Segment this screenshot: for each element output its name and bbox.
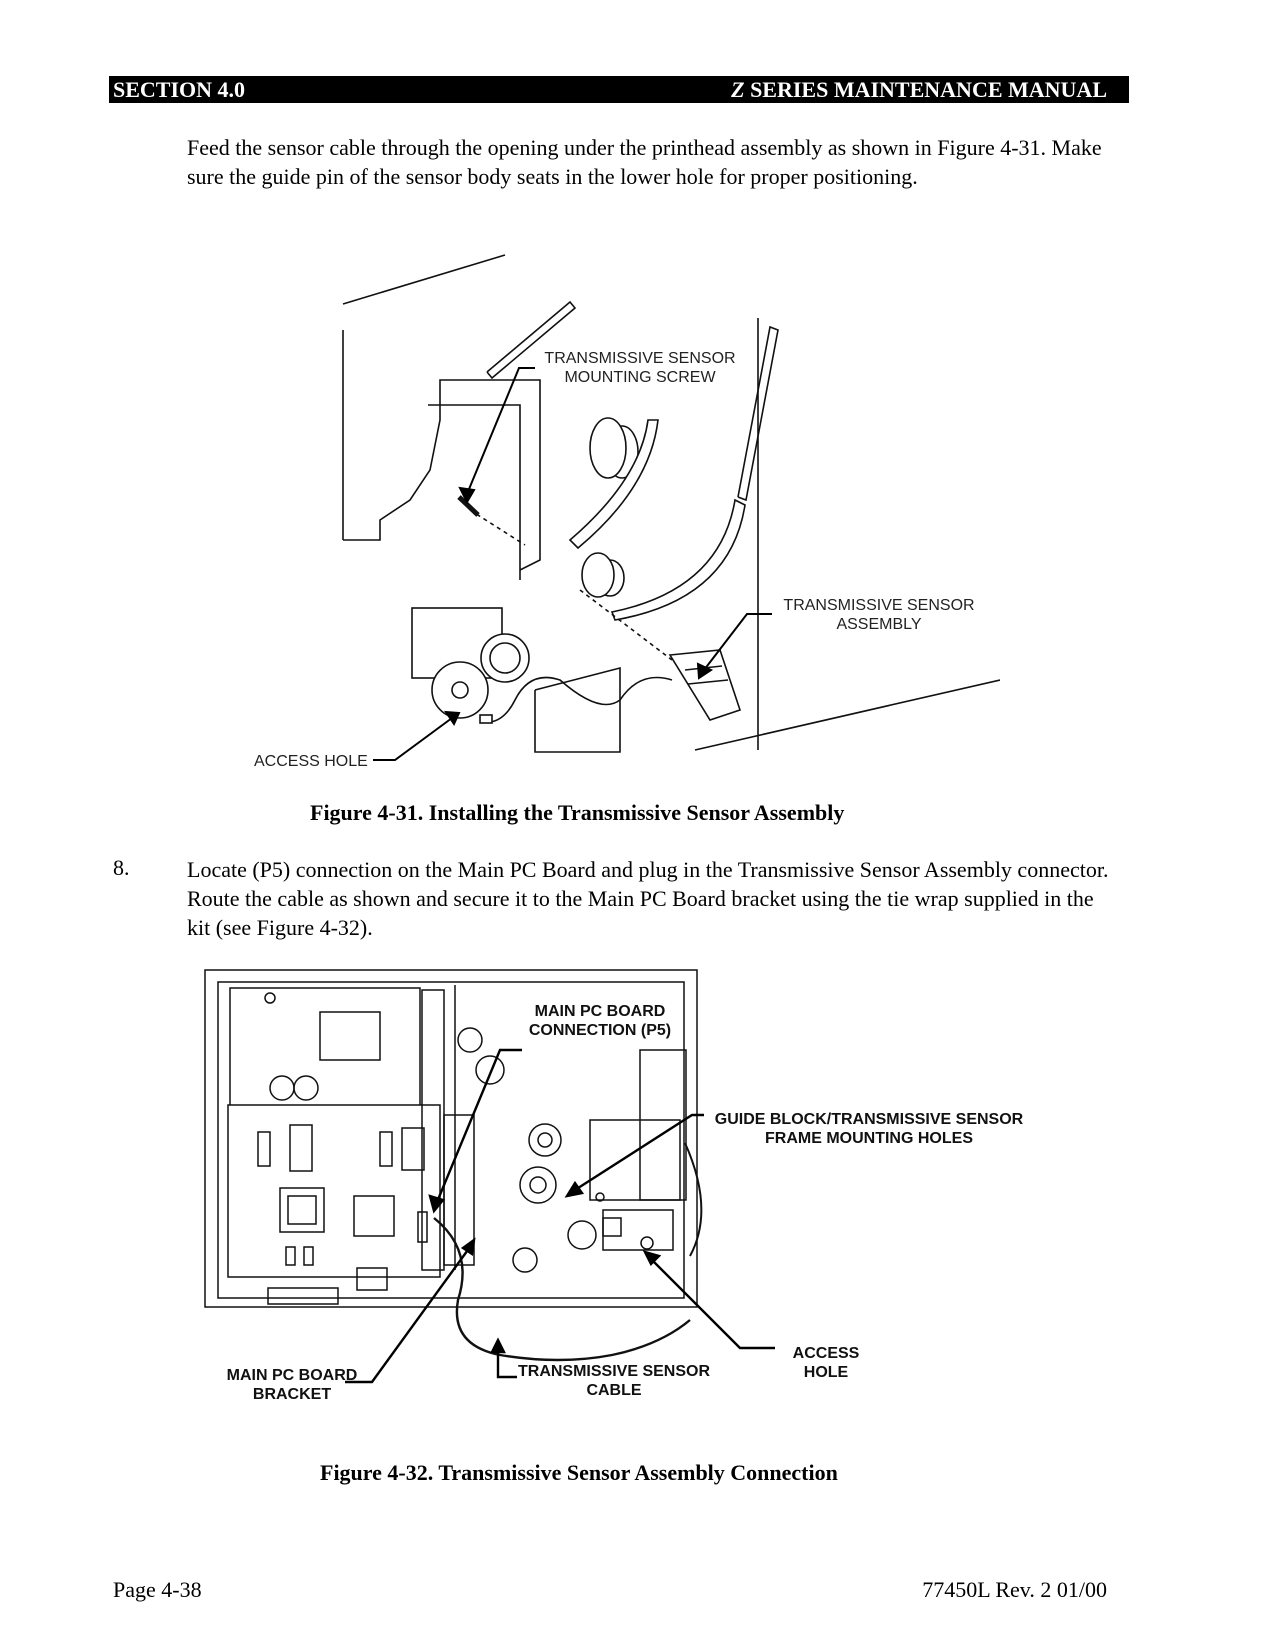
cable-connector xyxy=(479,714,493,724)
label-screw-line1: TRANSMISSIVE SENSOR xyxy=(544,350,735,367)
figure-4-32-labels: MAIN PC BOARD CONNECTION (P5) GUIDE BLOC… xyxy=(227,1003,1024,1403)
transmissive-sensor-cable xyxy=(433,1217,691,1362)
figure-4-32-illustration: MAIN PC BOARD CONNECTION (P5) GUIDE BLOC… xyxy=(204,969,1024,1403)
label-guide-line1: GUIDE BLOCK/TRANSMISSIVE SENSOR xyxy=(715,1111,1024,1128)
section-header-bar: SECTION 4.0 Z SERIES MAINTENANCE MANUAL xyxy=(109,76,1129,103)
label-access-line2: HOLE xyxy=(804,1364,849,1381)
frame-top-edge xyxy=(342,254,506,305)
upper-rail xyxy=(486,300,577,380)
lower-panel xyxy=(534,666,621,753)
roller-2 xyxy=(519,1166,557,1204)
chip-2 xyxy=(353,1195,395,1237)
power-transformer xyxy=(319,1011,381,1061)
figure-4-31-caption: Figure 4-31. Installing the Transmissive… xyxy=(310,800,845,825)
label-cable-line2: CABLE xyxy=(586,1382,641,1399)
chassis-inner xyxy=(217,981,685,1299)
label-p5-line1: MAIN PC BOARD xyxy=(535,1003,666,1020)
roller-3 xyxy=(567,1220,597,1250)
label-p5-line2: CONNECTION (P5) xyxy=(529,1022,671,1039)
capacitor-2 xyxy=(293,1075,319,1101)
access-hole-opening xyxy=(602,1209,674,1251)
frame-inner-plate xyxy=(343,379,541,571)
gear-1 xyxy=(480,633,530,683)
label-bracket-line1: MAIN PC BOARD xyxy=(227,1367,358,1384)
revision-number: 77450L Rev. 2 01/00 xyxy=(922,1577,1107,1602)
page-number: Page 4-38 xyxy=(113,1577,202,1602)
figure-4-32-caption: Figure 4-32. Transmissive Sensor Assembl… xyxy=(320,1460,838,1485)
intro-paragraph: Feed the sensor cable through the openin… xyxy=(187,135,1102,189)
sensor-guide xyxy=(610,498,746,621)
manual-title-rest: SERIES MAINTENANCE MANUAL xyxy=(744,77,1107,102)
mount-1 xyxy=(457,1027,483,1053)
guide-block xyxy=(639,1049,687,1201)
gear-2 xyxy=(431,661,489,719)
power-supply-area xyxy=(229,987,421,1109)
mounting-screw xyxy=(457,495,480,517)
label-access-line1: ACCESS xyxy=(793,1345,860,1362)
chassis-outer xyxy=(204,969,698,1308)
sensor-assembly xyxy=(668,649,742,721)
label-bracket-line2: BRACKET xyxy=(253,1386,331,1403)
processor-chip xyxy=(279,1187,325,1233)
manual-title: Z SERIES MAINTENANCE MANUAL xyxy=(731,77,1107,103)
main-pc-board xyxy=(227,1104,441,1278)
label-access-hole: ACCESS HOLE xyxy=(254,753,368,770)
curved-guide xyxy=(568,419,659,550)
figure-4-31-labels: TRANSMISSIVE SENSOR MOUNTING SCREW TRANS… xyxy=(254,350,975,770)
section-label: SECTION 4.0 xyxy=(113,77,246,102)
manual-title-z: Z xyxy=(731,77,745,102)
label-screw-line2: MOUNTING SCREW xyxy=(564,369,716,386)
label-assembly-line2: ASSEMBLY xyxy=(836,616,921,633)
capacitor-1 xyxy=(269,1075,295,1101)
sensor-cable xyxy=(489,676,673,723)
figure-4-31-illustration: TRANSMISSIVE SENSOR MOUNTING SCREW TRANS… xyxy=(254,254,1000,770)
label-cable-line1: TRANSMISSIVE SENSOR xyxy=(518,1363,710,1380)
label-guide-line2: FRAME MOUNTING HOLES xyxy=(765,1130,973,1147)
step-8-text: Locate (P5) connection on the Main PC Bo… xyxy=(187,857,1109,940)
label-assembly-line1: TRANSMISSIVE SENSOR xyxy=(783,597,974,614)
roller-1 xyxy=(528,1123,562,1157)
step-8-number: 8. xyxy=(113,855,130,880)
